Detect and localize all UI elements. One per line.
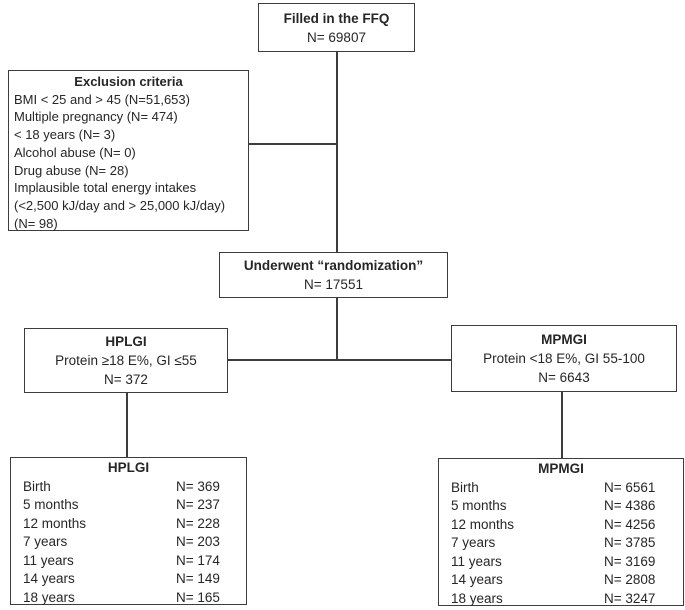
connector-exclusion-branch [249, 143, 337, 145]
followup-row-n: N= 369 [176, 478, 220, 494]
followup-row: 12 months N= 4256 [439, 516, 683, 535]
followup-row-n: N= 2808 [604, 572, 656, 587]
followup-row: 18 years N= 3247 [439, 590, 683, 609]
followup-row: 12 months N= 228 [11, 515, 246, 534]
exclusion-item: Implausible total energy intakes [14, 180, 197, 196]
exclusion-box-title: Exclusion criteria [74, 74, 183, 89]
hplgi-group-title: HPLGI [105, 334, 147, 349]
mpmgi-group-n: N= 6643 [538, 370, 590, 385]
hplgi-followup-box: HPLGI Birth N= 369 5 months N= 237 12 mo… [10, 457, 247, 605]
followup-row: 14 years N= 149 [11, 570, 246, 589]
mpmgi-group-criteria: Protein <18 E%, GI 55-100 [483, 351, 645, 366]
mpmgi-group-box: MPMGI Protein <18 E%, GI 55-100 N= 6643 [451, 325, 677, 392]
exclusion-item: Multiple pregnancy (N= 474) [14, 109, 178, 125]
followup-row: 7 years N= 3785 [439, 534, 683, 553]
hplgi-group-n: N= 372 [104, 372, 148, 387]
exclusion-box: Exclusion criteria BMI < 25 and > 45 (N=… [8, 70, 249, 231]
followup-row-label: 12 months [23, 515, 87, 531]
ffq-box-n: N= 69807 [307, 29, 366, 45]
followup-row: 5 months N= 4386 [439, 497, 683, 516]
connector-ffq-to-randomization [336, 52, 338, 252]
connector-split-horizontal [228, 359, 451, 361]
followup-row-label: Birth [23, 478, 51, 494]
followup-row-label: 14 years [451, 572, 503, 587]
followup-row-label: 18 years [23, 589, 75, 605]
followup-row-n: N= 165 [176, 589, 220, 605]
connector-mpmgi-to-followup [561, 392, 563, 458]
connector-randomization-to-split [336, 298, 338, 360]
randomization-box-n: N= 17551 [304, 277, 363, 292]
followup-row: 18 years N= 165 [11, 589, 246, 608]
followup-row: 5 months N= 237 [11, 496, 246, 515]
exclusion-item: (<2,500 kJ/day and > 25,000 kJ/day) [14, 197, 226, 213]
exclusion-item: < 18 years (N= 3) [14, 127, 116, 143]
followup-row-n: N= 228 [176, 515, 220, 531]
mpmgi-followup-box: MPMGI Birth N= 6561 5 months N= 4386 12 … [438, 458, 684, 606]
followup-row-label: 5 months [451, 498, 507, 513]
followup-row: 11 years N= 174 [11, 552, 246, 571]
followup-row-n: N= 3785 [604, 535, 656, 550]
followup-row-label: 11 years [23, 552, 74, 568]
followup-row-label: 7 years [451, 535, 496, 550]
followup-row-label: 11 years [451, 553, 502, 569]
followup-row: 7 years N= 203 [11, 533, 246, 552]
hplgi-group-box: HPLGI Protein ≥18 E%, GI ≤55 N= 372 [24, 328, 228, 393]
hplgi-group-criteria: Protein ≥18 E%, GI ≤55 [55, 353, 197, 368]
mpmgi-followup-title: MPMGI [538, 461, 584, 476]
connector-hplgi-to-followup [126, 393, 128, 457]
mpmgi-group-title: MPMGI [541, 332, 587, 347]
followup-row-n: N= 3247 [604, 590, 656, 606]
followup-row: Birth N= 369 [11, 478, 246, 497]
exclusion-item: BMI < 25 and > 45 (N=51,653) [14, 91, 190, 107]
exclusion-item: Drug abuse (N= 28) [14, 162, 129, 178]
followup-row-n: N= 203 [176, 534, 220, 549]
followup-row-label: 12 months [451, 516, 515, 532]
ffq-box-title: Filled in the FFQ [283, 10, 390, 26]
exclusion-item: (N= 98) [14, 215, 58, 231]
followup-row: Birth N= 6561 [439, 479, 683, 498]
followup-row-n: N= 237 [176, 497, 220, 512]
followup-row: 14 years N= 2808 [439, 571, 683, 590]
followup-row-label: 14 years [23, 571, 75, 586]
hplgi-followup-title: HPLGI [107, 460, 150, 475]
followup-row-label: 7 years [23, 534, 68, 549]
followup-row-n: N= 6561 [604, 479, 656, 495]
followup-row-label: 18 years [451, 590, 503, 606]
followup-row-n: N= 4256 [604, 516, 656, 532]
ffq-box: Filled in the FFQ N= 69807 [258, 3, 415, 52]
followup-row-n: N= 3169 [604, 553, 656, 569]
followup-row-label: 5 months [23, 497, 79, 512]
followup-row-n: N= 174 [176, 552, 220, 568]
exclusion-item: Alcohol abuse (N= 0) [14, 144, 136, 160]
followup-row: 11 years N= 3169 [439, 553, 683, 572]
randomization-box: Underwent “randomization” N= 17551 [219, 252, 448, 298]
followup-row-n: N= 4386 [604, 498, 656, 513]
randomization-box-title: Underwent “randomization” [243, 258, 424, 273]
followup-row-label: Birth [451, 479, 479, 495]
followup-row-n: N= 149 [176, 571, 220, 586]
